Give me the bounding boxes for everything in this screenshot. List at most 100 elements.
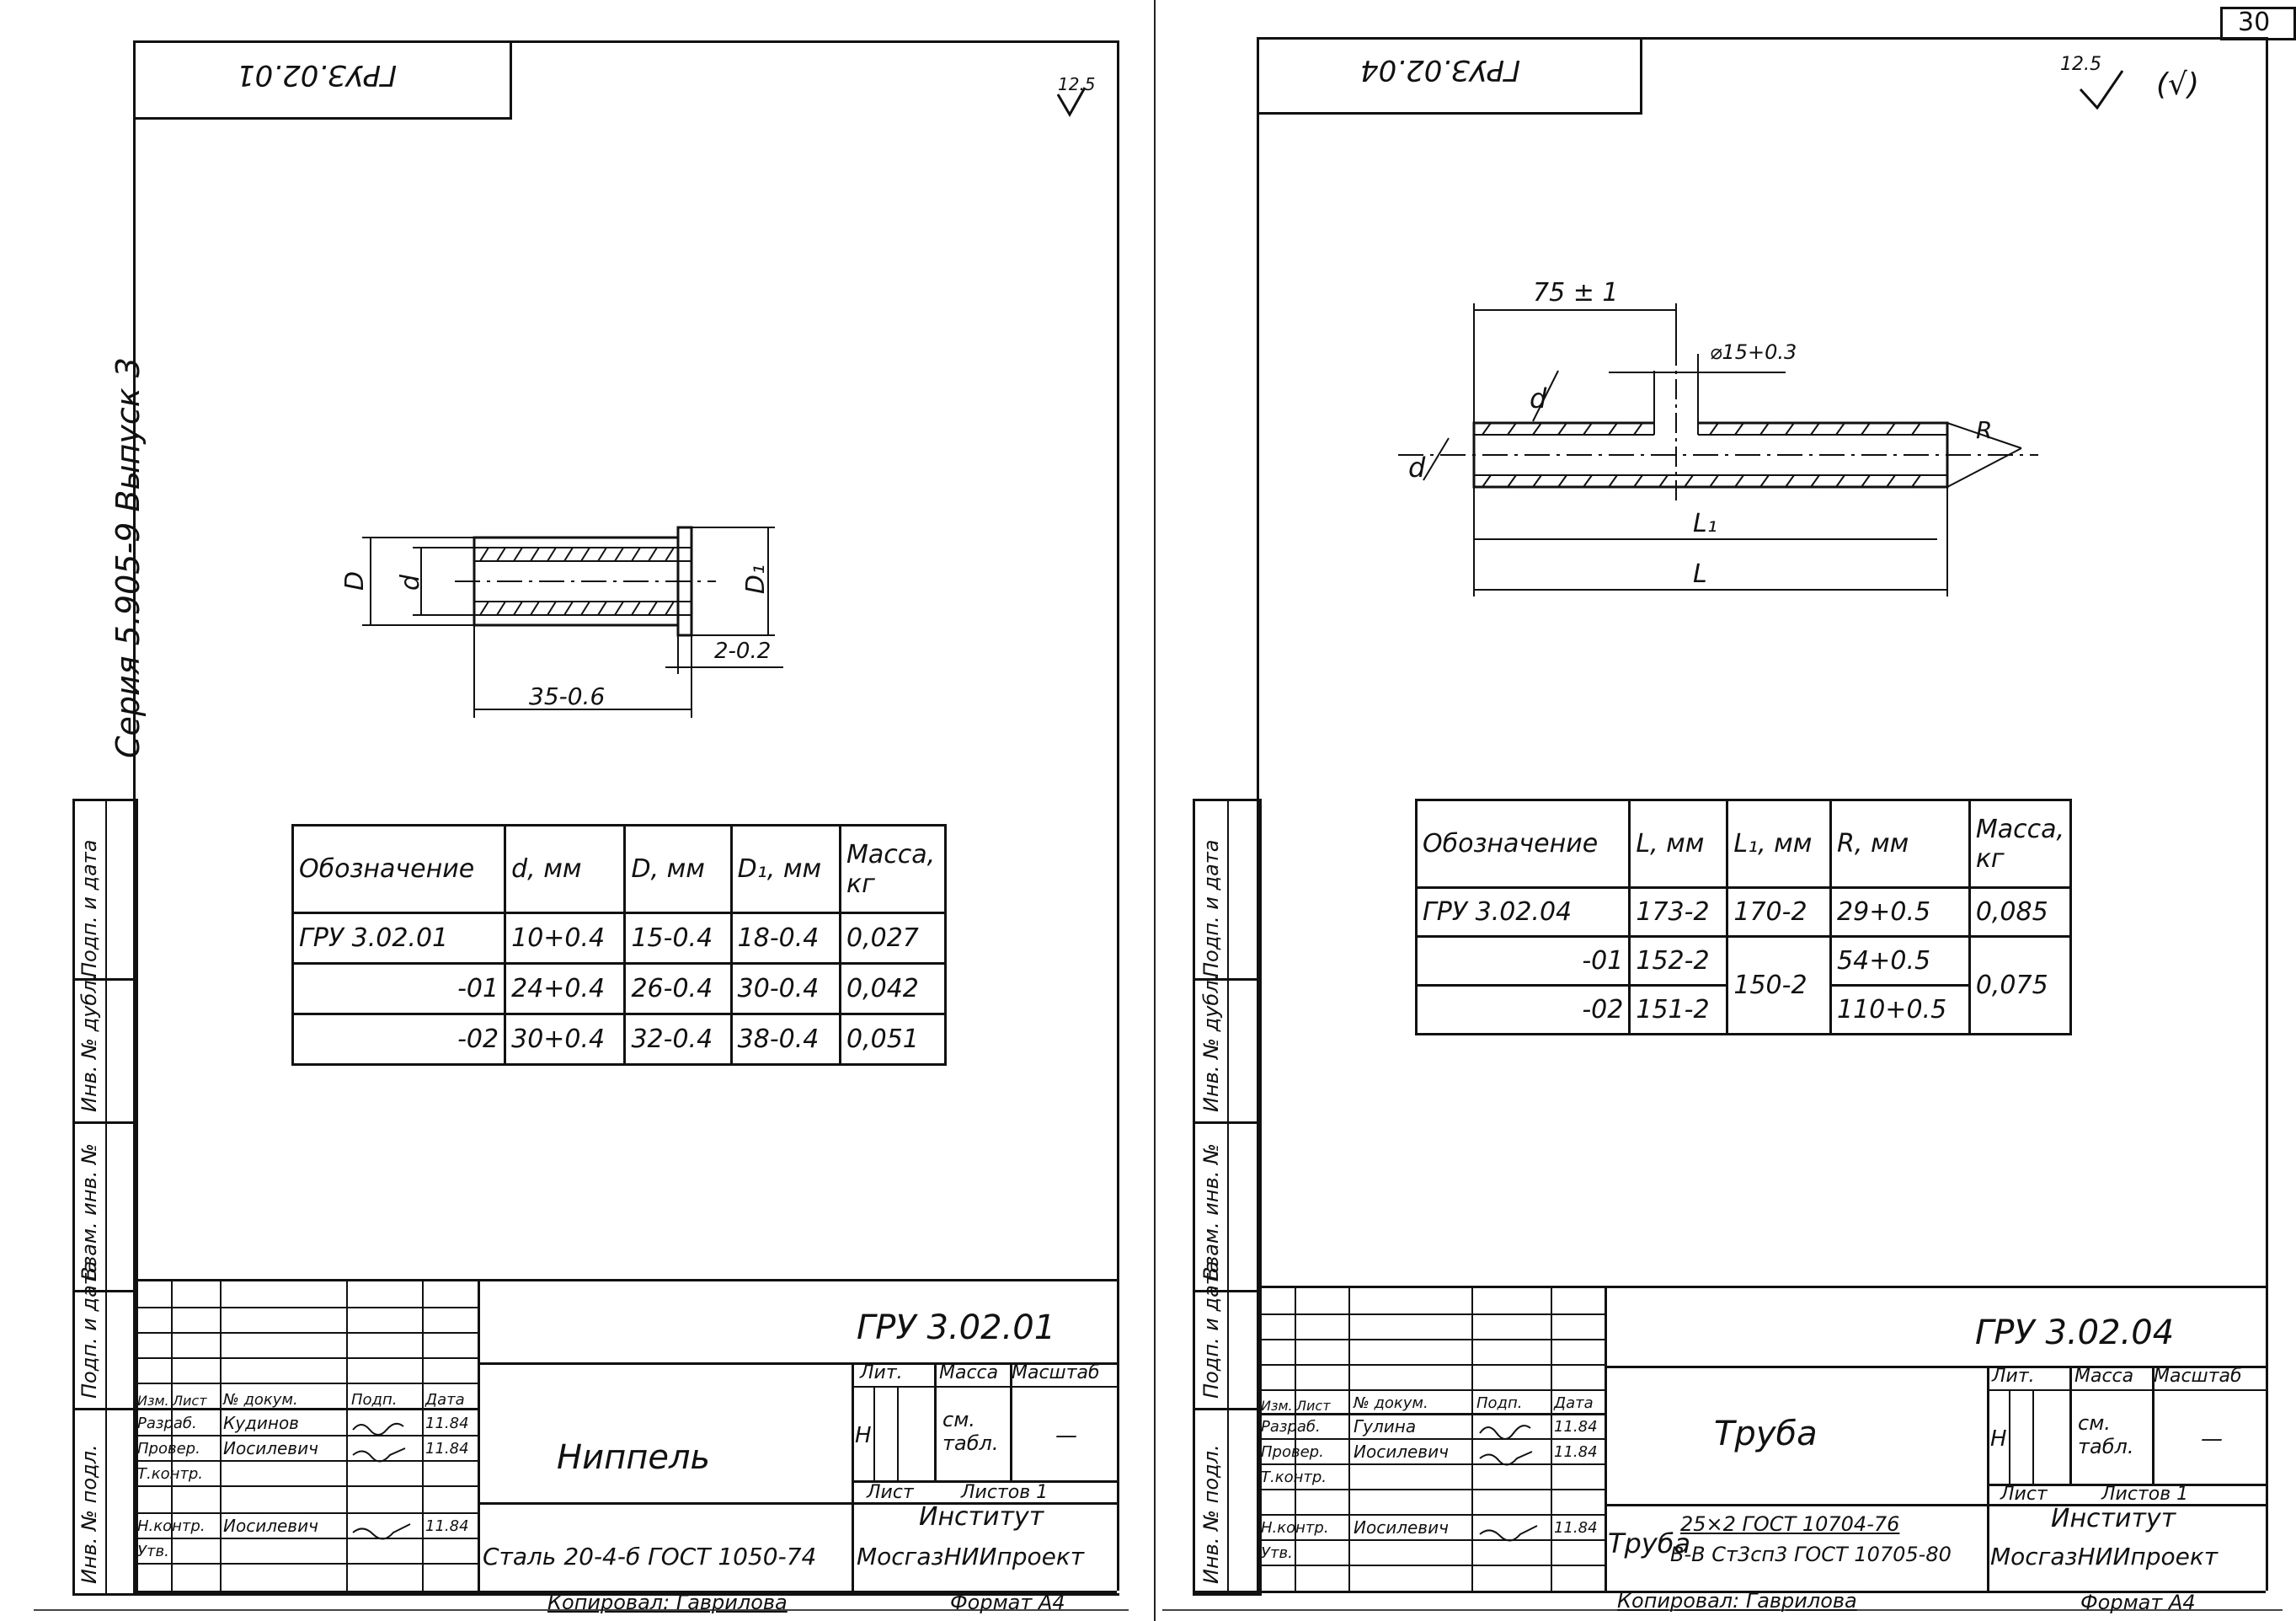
left-scale-value: — [1055, 1423, 1077, 1448]
left-sheets-label: Листов 1 [961, 1482, 1049, 1503]
left-person-name: Иосилевич [223, 1516, 318, 1536]
left-td: 18-0.4 [729, 912, 842, 965]
left-td: 15-0.4 [623, 912, 733, 965]
left-lit-label: Лит. [860, 1362, 903, 1383]
right-sheet-label: Лист [2000, 1484, 2048, 1505]
nipple-dim-D: D [340, 570, 371, 591]
page-number: 30 [2238, 8, 2271, 37]
left-td: 0,051 [839, 1013, 947, 1066]
left-org2: МосгазНИИпроект [857, 1543, 1085, 1570]
right-th-L1: L₁, мм [1726, 799, 1833, 889]
right-material-prefix: Труба [1608, 1527, 1691, 1559]
left-mass-label: Масса [939, 1362, 999, 1383]
right-lit-value: Н [1990, 1426, 2007, 1452]
page-number-box: 30 [2220, 7, 2296, 40]
pipe-dim-L: L [1693, 559, 1707, 589]
left-sheet-label: Лист [867, 1482, 914, 1503]
left-td: 30+0.4 [504, 1013, 627, 1066]
left-lit-value: Н [855, 1423, 872, 1448]
right-side-label-5: Инв. № подл. [1199, 1444, 1223, 1584]
nipple-dim-D1: D₁ [741, 564, 772, 595]
right-copied: Копировал: Гаврилова [1617, 1589, 1857, 1613]
left-data-table: Обозначение d, мм D, мм D₁, мм Масса, кг… [291, 824, 947, 1066]
left-title-block: Изм. Лист № докум. Подп. Дата Разраб. Ку… [133, 1279, 1119, 1593]
left-td: 10+0.4 [504, 912, 627, 965]
left-td: 32-0.4 [623, 1013, 733, 1066]
pipe-dim-d2: d [1408, 452, 1426, 484]
right-person-date: 11.84 [1554, 1443, 1598, 1461]
right-person-role: Н.контр. [1261, 1519, 1329, 1537]
left-td: ГРУ 3.02.01 [291, 912, 507, 965]
left-org1: Институт [919, 1502, 1044, 1532]
right-material-top: 25×2 ГОСТ 10704-76 [1680, 1512, 1900, 1536]
right-td: 0,085 [1968, 886, 2073, 938]
left-side-column [72, 799, 138, 1596]
left-format: Формат А4 [950, 1591, 1065, 1614]
left-person-date: 11.84 [425, 1517, 469, 1535]
left-td: 26-0.4 [623, 962, 733, 1015]
left-td: 0,027 [839, 912, 947, 965]
sheet-divider [1154, 0, 1156, 1621]
right-scale-value: — [2201, 1426, 2223, 1452]
right-stamp-code: ГРУ 3.02.04 [1975, 1313, 2175, 1352]
left-stamp-material: Сталь 20-4-б ГОСТ 1050-74 [483, 1543, 817, 1570]
left-top-code: ГРУЗ.02.01 [237, 58, 398, 92]
right-td: 173-2 [1628, 886, 1729, 938]
right-td: 170-2 [1726, 886, 1833, 938]
left-person-date: 11.84 [425, 1415, 469, 1432]
left-frame [133, 40, 1119, 1596]
right-top-code: ГРУЗ.02.04 [1360, 53, 1521, 87]
left-person-role: Т.контр. [137, 1465, 204, 1483]
left-role-date: Дата [425, 1391, 465, 1409]
left-scale-label: Масштаб [1012, 1362, 1100, 1383]
right-td: 0,075 [1968, 935, 2073, 1035]
left-td: 30-0.4 [729, 962, 842, 1015]
left-copied: Копировал: Гаврилова [547, 1591, 788, 1614]
left-person-role: Н.контр. [137, 1517, 206, 1535]
right-person-role: Т.контр. [1261, 1469, 1327, 1486]
right-side-label-1: Подп. и дата [1199, 839, 1223, 978]
left-role-list: Лист [173, 1393, 207, 1409]
pipe-dim-hole: ⌀15+0.3 [1710, 340, 1797, 364]
nipple-dim-shoulder: 2-0.2 [714, 639, 772, 664]
left-role-sign: Подп. [351, 1391, 398, 1409]
pipe-dim-d1: d [1530, 383, 1547, 415]
right-th-designation: Обозначение [1414, 799, 1631, 889]
right-role-sign: Подп. [1476, 1394, 1523, 1412]
left-roughness-value: 12.5 [1058, 74, 1096, 94]
left-side-label-1: Подп. и дата [77, 839, 101, 978]
right-mass-label: Масса [2074, 1366, 2134, 1387]
right-td: 54+0.5 [1829, 935, 1971, 987]
series-label: Серия 5.905-9 Выпуск 3 [109, 357, 147, 758]
right-material-bottom: В-В Ст3сп3 ГОСТ 10705-80 [1670, 1543, 1952, 1566]
right-td: 150-2 [1726, 935, 1833, 1035]
right-person-role: Провер. [1261, 1443, 1324, 1461]
right-td: 29+0.5 [1829, 886, 1971, 938]
right-sheets-label: Листов 1 [2101, 1484, 2189, 1505]
right-th-R: R, мм [1829, 799, 1971, 889]
right-side-label-2: Инв. № дубл. [1199, 973, 1223, 1112]
left-person-role: Провер. [137, 1440, 200, 1458]
left-th-d: d, мм [504, 824, 627, 914]
right-td: -01 [1414, 935, 1631, 987]
right-org1: Институт [2051, 1504, 2176, 1533]
left-td: -01 [291, 962, 507, 1015]
left-stamp-code: ГРУ 3.02.01 [857, 1308, 1056, 1347]
right-person-name: Иосилевич [1354, 1442, 1449, 1462]
left-td: -02 [291, 1013, 507, 1066]
right-td: 152-2 [1628, 935, 1729, 987]
nipple-dim-d: d [396, 574, 426, 591]
right-person-role: Разраб. [1261, 1418, 1321, 1436]
right-td: 110+0.5 [1829, 984, 1971, 1035]
right-person-date: 11.84 [1554, 1519, 1598, 1537]
right-person-name: Гулина [1354, 1416, 1417, 1436]
right-role-izm: Изм. [1261, 1398, 1293, 1414]
right-org2: МосгазНИИпроект [1990, 1543, 2219, 1570]
left-person-role: Утв. [137, 1543, 169, 1560]
right-side-column [1193, 799, 1262, 1596]
left-person-role: Разраб. [137, 1415, 197, 1432]
right-th-mass: Масса, кг [1968, 799, 2073, 889]
left-role-doc: № докум. [223, 1391, 298, 1409]
left-person-date: 11.84 [425, 1440, 469, 1458]
right-person-date: 11.84 [1554, 1418, 1598, 1436]
